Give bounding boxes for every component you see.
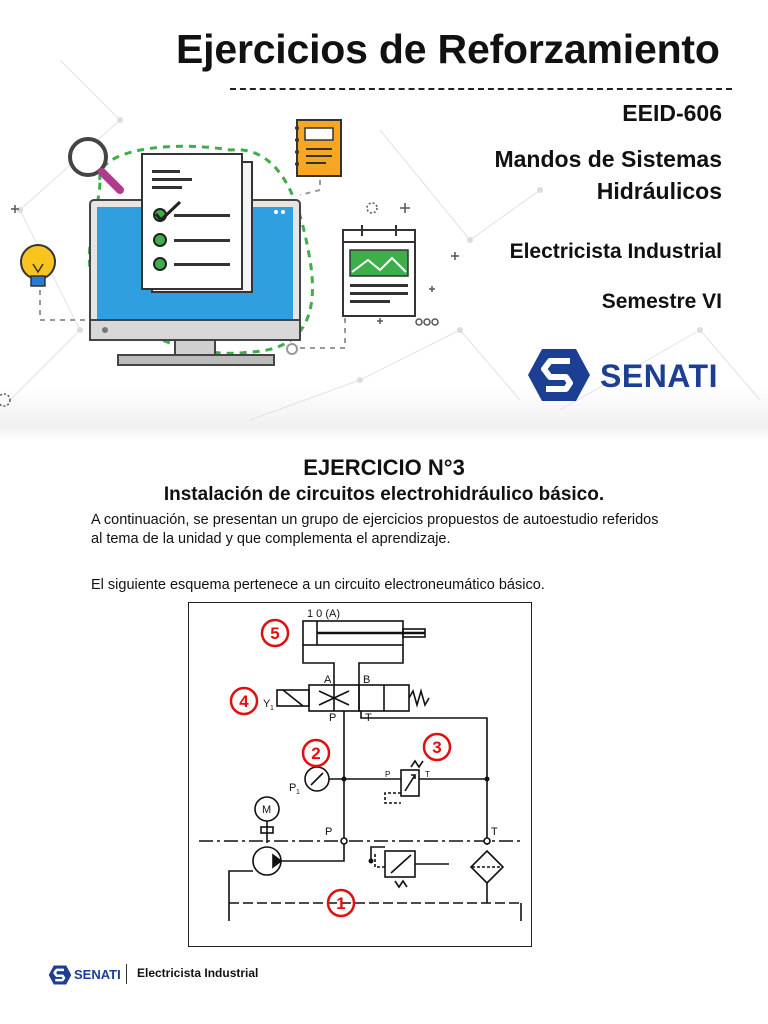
notebook-icon <box>295 119 342 177</box>
callout-4-circle <box>229 686 259 716</box>
footer-senati-logo-icon <box>48 965 72 985</box>
intro-paragraph-line1: A continuación, se presentan un grupo de… <box>91 512 659 528</box>
callout-1-circle <box>326 888 356 918</box>
footer-separator <box>126 964 127 984</box>
port-b-label: B <box>363 674 370 686</box>
callout-5-circle <box>260 618 290 648</box>
port-p-label: P <box>329 712 336 724</box>
callout-3: 3 <box>432 738 441 757</box>
connector-dot-icon <box>286 343 298 355</box>
course-code: EEID-606 <box>622 100 722 126</box>
course-name-line1: Mandos de Sistemas <box>494 146 722 172</box>
relief-valve-3 <box>400 769 420 797</box>
solenoid-label: Y <box>263 698 271 710</box>
callout-3-circle <box>422 732 452 762</box>
career-name: Electricista Industrial <box>509 240 722 263</box>
gauge-sub: 1 <box>296 789 300 796</box>
callout-5: 5 <box>270 624 279 643</box>
decorative-marks <box>0 202 459 407</box>
solenoid-sub: 1 <box>270 705 274 712</box>
schema-intro: El siguiente esquema pertenece a un circ… <box>91 577 545 593</box>
course-name-line2: Hidráulicos <box>596 178 722 204</box>
intro-paragraph-line2: al tema de la unidad y que complementa e… <box>91 531 451 547</box>
lightbulb-icon <box>20 244 56 287</box>
motor-label: M <box>262 804 271 816</box>
senati-logo-icon <box>528 349 590 401</box>
hydraulic-schematic: 1 0 (A) A B P T Y 1 P 1 M P T P T 1 2 3 <box>199 608 522 921</box>
header-illustration <box>0 59 761 421</box>
senati-logo-text: SENATI <box>600 358 718 394</box>
hydraulic-diagram: 1 0 (A) A B P T Y 1 P 1 M P T P T 1 2 3 <box>188 602 532 947</box>
port-a-label: A <box>324 674 332 686</box>
tank-t-label: T <box>491 826 498 838</box>
callout-1: 1 <box>336 894 345 913</box>
footer-career: Electricista Industrial <box>137 966 259 980</box>
footer-senati-text: SENATI <box>74 967 121 982</box>
cylinder-label: 1 0 (A) <box>307 608 340 620</box>
exercise-title: EJERCICIO N°3 <box>303 455 465 480</box>
title-dashed-rule <box>230 88 732 90</box>
exercise-subtitle: Instalación de circuitos electrohidráuli… <box>163 484 605 505</box>
relief-p-label: P <box>385 770 390 779</box>
semester: Semestre VI <box>601 290 722 313</box>
page-title: Ejercicios de Reforzamiento <box>176 26 720 72</box>
tank-p-label: P <box>325 826 332 838</box>
port-t-label: T <box>365 712 372 724</box>
network-nodes <box>17 117 703 383</box>
solenoid-coil <box>276 689 310 707</box>
gauge-label: P <box>289 782 296 794</box>
header-banner <box>0 0 768 440</box>
callout-4: 4 <box>239 692 249 711</box>
magnifier-icon <box>68 137 124 194</box>
webpage-document-icon <box>342 225 416 317</box>
checklist-document-icon <box>141 153 253 293</box>
relief-t-label: T <box>425 770 430 779</box>
connector-bulb <box>39 290 90 321</box>
connector-doc <box>300 310 346 349</box>
callout-2: 2 <box>311 744 320 763</box>
callout-2-circle <box>301 738 331 768</box>
